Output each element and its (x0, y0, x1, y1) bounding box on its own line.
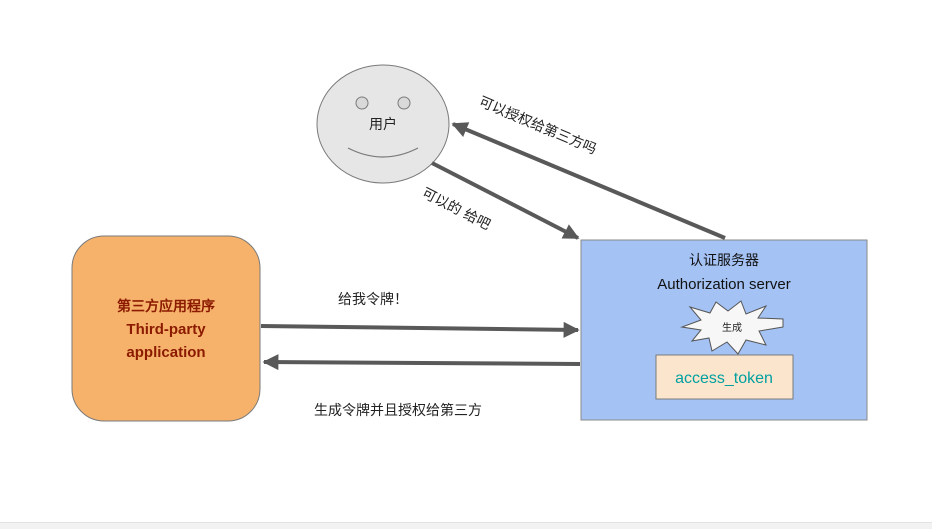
smile-mouth (347, 147, 419, 158)
arrow-user-reply (431, 161, 580, 240)
arrow-request-token (260, 321, 580, 338)
access-token-label: access_token (675, 370, 773, 387)
smiley-face-icon (316, 64, 450, 184)
burst-label: 生成 (722, 321, 742, 334)
third-party-label-zh: 第三方应用程序 (117, 298, 215, 315)
arrow-grant-token (262, 354, 581, 371)
arrow-ask-user (451, 122, 726, 240)
third-party-box (71, 235, 261, 422)
bottom-divider (0, 522, 932, 529)
auth-server-label-en: Authorization server (657, 276, 790, 293)
user-node: 用户 (316, 64, 450, 184)
auth-server-node: 认证服务器 Authorization server 生成 access_tok… (580, 239, 868, 421)
right-eye (397, 96, 411, 110)
auth-server-label-zh: 认证服务器 (689, 253, 759, 269)
left-eye (355, 96, 369, 110)
third-party-node: 第三方应用程序 Third-party application (71, 235, 261, 422)
third-party-label-en-1: Third-party (126, 321, 206, 338)
label-user-reply: 可以的 给吧 (419, 185, 493, 233)
user-label: 用户 (369, 116, 397, 133)
label-grant-token: 生成令牌并且授权给第三方 (314, 402, 482, 419)
access-token-box (655, 354, 794, 400)
label-request-token: 给我令牌！ (338, 291, 408, 308)
label-ask-user: 可以授权给第三方吗 (476, 93, 599, 158)
third-party-label-en-2: application (126, 344, 205, 361)
burst-icon (680, 300, 784, 355)
